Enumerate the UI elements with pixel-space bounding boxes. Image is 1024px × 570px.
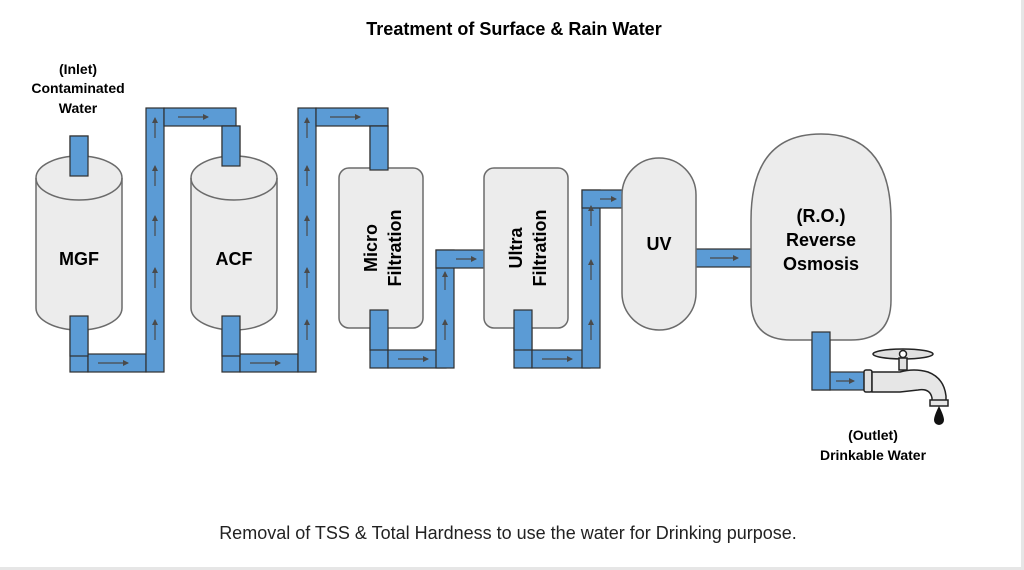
diagram-title: Treatment of Surface & Rain Water [366, 19, 661, 39]
outlet-label: (Outlet) Drinkable Water [820, 427, 927, 463]
flow-arrow-head [611, 196, 617, 202]
flow-arrow-head [442, 319, 448, 325]
pipe-ultra-out-overlay [513, 309, 533, 351]
ultra-label-line2: Filtration [530, 210, 550, 287]
flow-arrow-head [152, 267, 158, 273]
ro-unit: (R.O.) Reverse Osmosis [750, 133, 892, 341]
flow-arrow-head [471, 256, 477, 262]
flow-arrow-head [123, 360, 129, 366]
uv-unit: UV [621, 157, 697, 331]
ultra-label-line1: Ultra [506, 227, 526, 269]
outlet-label-line2: Drinkable Water [820, 447, 927, 463]
ro-label-line2: Reverse [786, 230, 856, 250]
inlet-label-line3: Water [59, 100, 98, 116]
flow-arrow-head [304, 165, 310, 171]
flow-arrow-head [152, 165, 158, 171]
flow-arrow-head [304, 117, 310, 123]
pipe-riser-2 [297, 107, 317, 373]
inlet-label-line1: (Inlet) [59, 61, 97, 77]
flow-arrow-head [203, 114, 209, 120]
ro-label-line1: (R.O.) [797, 206, 846, 226]
flow-arrow-head [567, 356, 573, 362]
pipe-inlet-overlay [69, 135, 89, 177]
mgf-tank: MGF [35, 155, 123, 331]
micro-label-line2: Filtration [385, 210, 405, 287]
pipe-acf-in-overlay [221, 125, 241, 167]
inlet-label-line2: Contaminated [31, 80, 124, 96]
pipe-micro-in-overlay [369, 125, 389, 171]
micro-filtration-unit: Micro Filtration [338, 167, 424, 329]
flow-arrow-head [423, 356, 429, 362]
pipe-mgf-overlay [69, 315, 89, 357]
flow-arrow-head [588, 319, 594, 325]
acf-tank: ACF [190, 155, 278, 331]
pipe-ro-out-overlay [811, 331, 831, 391]
flow-arrow-head [304, 319, 310, 325]
flow-arrow-head [442, 271, 448, 277]
flow-arrow-head [588, 205, 594, 211]
diagram-caption: Removal of TSS & Total Hardness to use t… [219, 523, 797, 543]
flow-arrow-head [275, 360, 281, 366]
flow-arrow-head [304, 267, 310, 273]
flow-arrow-head [588, 259, 594, 265]
pipe-micro-out-overlay [369, 309, 389, 351]
ultra-filtration-unit: Ultra Filtration [483, 167, 569, 329]
pipe-acf-out-overlay [221, 315, 241, 357]
mgf-label: MGF [59, 249, 99, 269]
pipe-riser-1 [145, 107, 165, 373]
flow-arrow-head [152, 117, 158, 123]
flow-arrow-head [849, 378, 855, 384]
flow-arrow-head [355, 114, 361, 120]
acf-label: ACF [216, 249, 253, 269]
flow-arrow-head [733, 255, 739, 261]
inlet-label: (Inlet) Contaminated Water [31, 61, 124, 116]
ro-label-line3: Osmosis [783, 254, 859, 274]
flow-arrow-head [304, 215, 310, 221]
outlet-label-line1: (Outlet) [848, 427, 898, 443]
flow-arrow-head [152, 215, 158, 221]
pipe-network [69, 107, 867, 391]
flow-arrow-head [152, 319, 158, 325]
uv-label: UV [646, 234, 671, 254]
water-tap-icon [863, 348, 949, 425]
micro-label-line1: Micro [361, 224, 381, 272]
